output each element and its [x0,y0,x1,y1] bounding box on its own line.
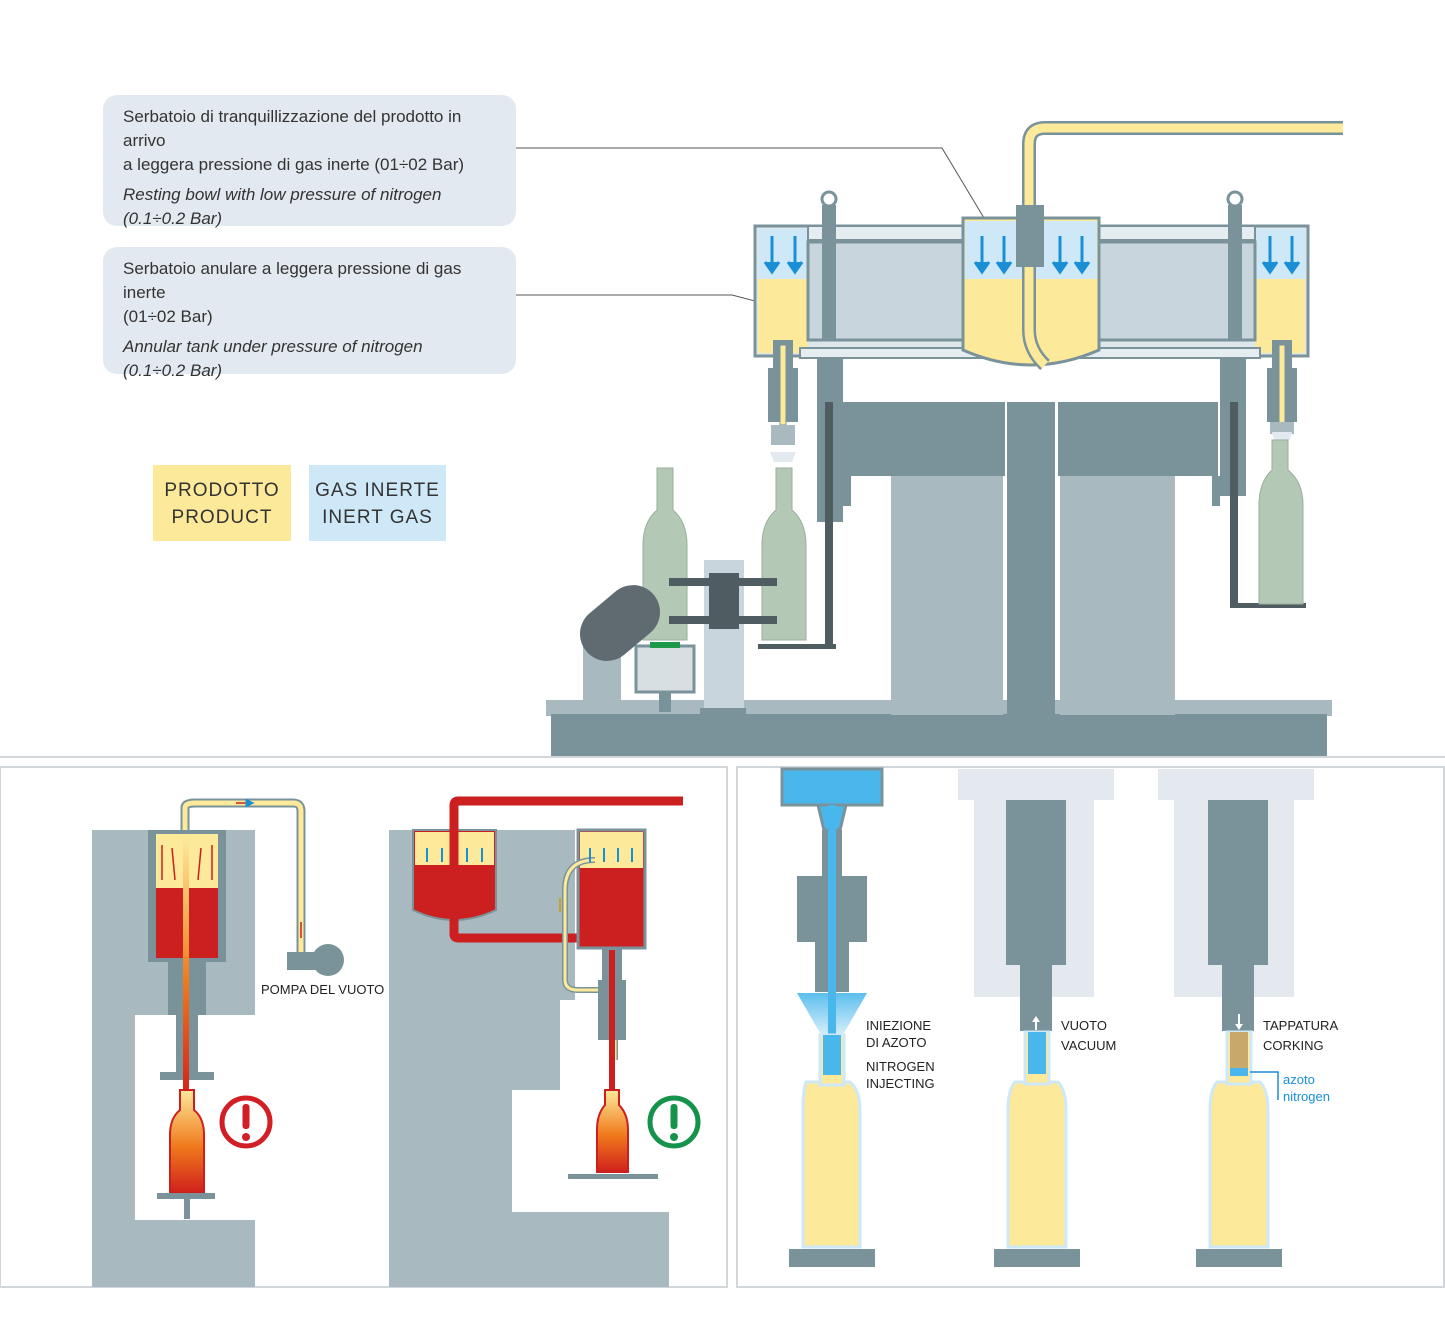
label-injection-it-2: DI AZOTO [866,1035,927,1050]
label-nitrogen-en: nitrogen [1283,1089,1330,1104]
label-corking: TAPPATURA CORKING [1263,1017,1338,1054]
label-injection-en-1: NITROGEN [866,1059,935,1074]
label-injection-it: INIEZIONE DI AZOTO [866,1017,931,1051]
legend-inert-gas: GAS INERTE INERT GAS [309,465,446,541]
step-nitrogen-injection [780,767,884,1267]
central-column [758,356,1306,715]
label-corking-it: TAPPATURA [1263,1018,1339,1033]
legend-inert-gas-line1: GAS INERTE [315,480,440,501]
callout-resting-bowl: Serbatoio di tranquillizzazione del prod… [103,95,516,228]
callout-resting-bowl-en-2: (0.1÷0.2 Bar) [123,209,223,228]
leader-line-resting-bowl [516,147,991,229]
callout-resting-bowl-en-1: Resting bowl with low pressure of nitrog… [123,185,442,204]
label-vacuum-it: VUOTO [1061,1018,1107,1033]
label-vacuum-pump: POMPA DEL VUOTO [261,982,385,997]
callout-annular-tank-en-1: Annular tank under pressure of nitrogen [123,337,423,356]
corking-sequence [780,767,1314,1267]
callout-resting-bowl-it-1: Serbatoio di tranquillizzazione del prod… [123,107,462,150]
legend-product-line1: PRODOTTO [164,480,280,501]
step-vacuum [958,769,1114,1267]
filling-valve-left [768,340,798,462]
label-vacuum: VUOTO VACUUM [1061,1017,1116,1054]
resting-bowl [961,121,1343,371]
label-injection-it-1: INIEZIONE [866,1018,932,1033]
infeed-starwheel [579,560,777,714]
panel-right-frame [736,766,1445,1288]
filling-valve-right [1267,340,1297,440]
bottles [642,439,1304,641]
leader-line-annular-tank [516,294,771,306]
filling-machine [516,121,1343,756]
inert-gas-arrows [763,236,1301,275]
panel-left-frame [0,766,728,1288]
label-nitrogen-it: azoto [1283,1072,1315,1087]
label-injection-en-2: INJECTING [866,1076,935,1091]
label-vacuum-en: VACUUM [1061,1038,1117,1053]
vacuum-filling-diagram [92,798,344,1287]
label-injection-en: NITROGEN INJECTING [866,1058,935,1092]
inert-gas-filling-diagram [389,796,701,1287]
callout-resting-bowl-it-2: a leggera pressione di gas inerte (01÷02… [123,155,465,174]
label-nitrogen: azoto nitrogen [1283,1071,1330,1105]
step-corking [1158,769,1314,1267]
callout-annular-tank-en-2: (0.1÷0.2 Bar) [123,361,223,380]
legend-product-line2: PRODUCT [171,507,273,528]
legend-inert-gas-line2: INERT GAS [322,507,433,528]
callout-annular-tank-it-2: (01÷02 Bar) [123,307,213,326]
legend-product: PRODOTTO PRODUCT [153,465,291,541]
callout-annular-tank-it-1: Serbatoio anulare a leggera pressione di… [123,259,462,302]
callout-annular-tank: Serbatoio anulare a leggera pressione di… [103,247,516,380]
label-corking-en: CORKING [1263,1038,1324,1053]
